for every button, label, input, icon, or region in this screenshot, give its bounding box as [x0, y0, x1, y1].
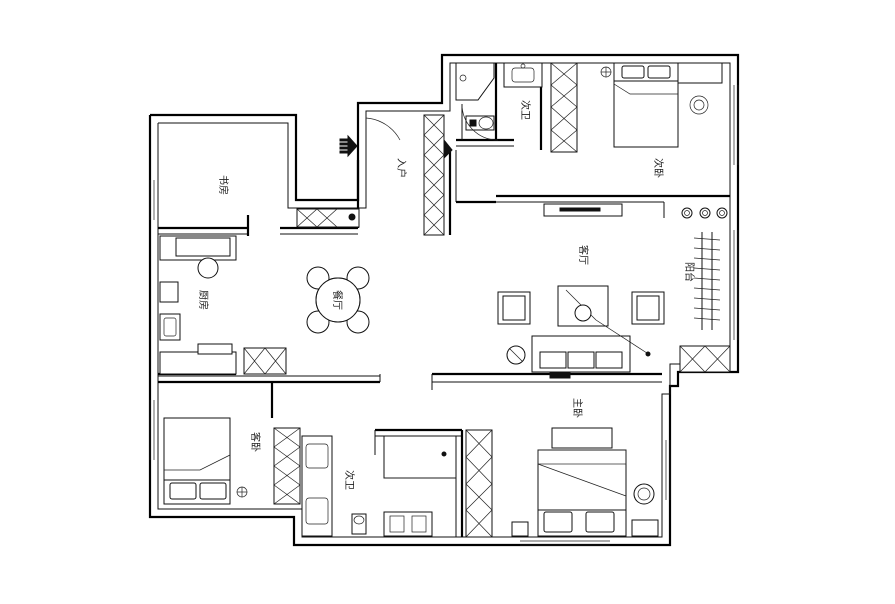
windows [149, 85, 739, 546]
bath2-cabinet [465, 429, 493, 538]
clothes-rack [693, 232, 721, 330]
room-label-balcony: 阳台 [683, 262, 696, 282]
balcony-cabinet [679, 345, 731, 373]
room-label-guest-bedroom: 客卧 [249, 432, 262, 452]
sofa-set [497, 285, 665, 379]
shoe-cabinet [423, 114, 453, 236]
room-label-study: 书房 [217, 175, 230, 195]
bedroom1-bed [600, 62, 723, 148]
entry-cabinet [296, 208, 360, 228]
guest-wardrobe [273, 427, 301, 505]
tv-cabinet [543, 203, 623, 217]
entrance-arrow-icon [339, 134, 358, 158]
room-label-entrance: 入户 [395, 158, 408, 178]
room-label-dining: 餐厅 [331, 290, 344, 310]
guest-bed [163, 417, 248, 505]
bath1-fixtures [455, 62, 543, 141]
bedroom1-wardrobe [550, 62, 578, 153]
room-label-bath-1: 次卫 [519, 100, 532, 120]
kitchen-fixtures [159, 235, 287, 375]
plants [681, 207, 728, 219]
dining-table [306, 266, 370, 334]
room-label-bedroom-1: 次卧 [652, 158, 665, 178]
room-label-master-bedroom: 主卧 [571, 398, 584, 418]
bath2-fixtures [301, 435, 457, 537]
interior-walls [158, 63, 730, 537]
entry-door [365, 117, 401, 160]
room-label-bath-2: 次卫 [343, 470, 356, 490]
room-label-kitchen: 厨房 [197, 290, 210, 310]
master-bed [511, 427, 659, 537]
room-label-living-room: 客厅 [577, 245, 590, 265]
